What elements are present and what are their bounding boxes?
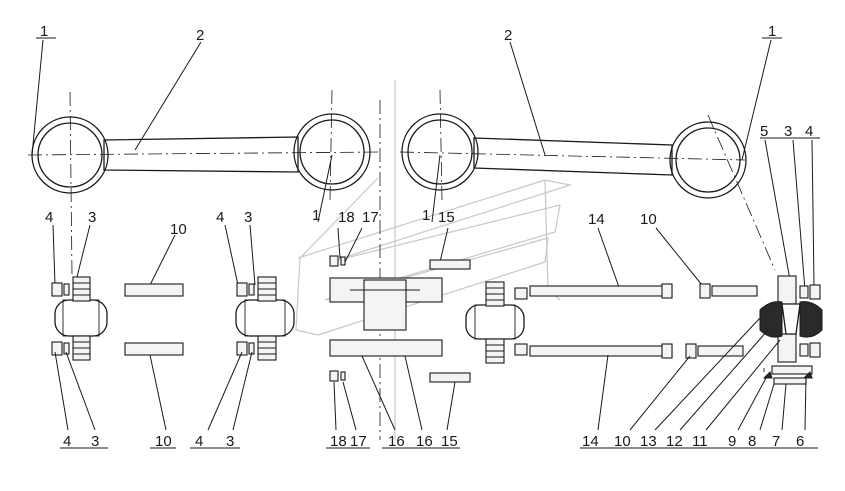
long-bolts xyxy=(529,283,758,359)
upper-leaders xyxy=(31,39,815,291)
callout-6: 6 xyxy=(796,433,804,450)
callout-1: 1 xyxy=(312,207,320,224)
callout-3: 3 xyxy=(244,209,252,226)
callout-15: 15 xyxy=(438,209,455,226)
callout-14: 14 xyxy=(582,433,599,450)
callout-17: 17 xyxy=(362,209,379,226)
callout-1: 1 xyxy=(422,207,430,224)
torque-rod-right xyxy=(399,113,747,199)
bushing-assembly-2 xyxy=(235,276,295,361)
callout-3: 3 xyxy=(91,433,99,450)
callout-10: 10 xyxy=(155,433,172,450)
callout-17: 17 xyxy=(350,433,367,450)
callout-labels: 1 2 2 1 1 18 17 1 15 14 10 5 3 4 4 3 10 … xyxy=(40,23,813,450)
callout-13: 13 xyxy=(640,433,657,450)
callout-14: 14 xyxy=(588,211,605,228)
callout-9: 9 xyxy=(728,433,736,450)
callout-3: 3 xyxy=(784,123,792,140)
callout-4: 4 xyxy=(45,209,53,226)
callout-2: 2 xyxy=(196,27,204,44)
callout-3: 3 xyxy=(88,209,96,226)
callout-8: 8 xyxy=(748,433,756,450)
centre-lines xyxy=(69,89,776,440)
callout-4: 4 xyxy=(195,433,203,450)
centre-bracket xyxy=(329,255,471,383)
callout-4: 4 xyxy=(63,433,71,450)
callout-16: 16 xyxy=(416,433,433,450)
callout-10: 10 xyxy=(614,433,631,450)
torque-rod-left xyxy=(27,113,381,194)
callout-2: 2 xyxy=(504,27,512,44)
callout-7: 7 xyxy=(772,433,780,450)
callout-10: 10 xyxy=(170,221,187,238)
callout-1: 1 xyxy=(40,23,48,40)
callout-4: 4 xyxy=(216,209,224,226)
callout-4: 4 xyxy=(805,123,813,140)
callout-12: 12 xyxy=(666,433,683,450)
callout-15: 15 xyxy=(441,433,458,450)
callout-3: 3 xyxy=(226,433,234,450)
callout-11: 11 xyxy=(692,433,708,450)
callout-18: 18 xyxy=(338,209,355,226)
callout-1: 1 xyxy=(768,23,776,40)
bushing-assembly-3 xyxy=(465,281,528,364)
callout-10: 10 xyxy=(640,211,657,228)
callout-5: 5 xyxy=(760,123,768,140)
lower-leaders xyxy=(54,317,807,431)
callout-16: 16 xyxy=(388,433,405,450)
end-joint-assembly xyxy=(759,275,823,385)
bushing-assembly-1 xyxy=(51,276,184,361)
callout-18: 18 xyxy=(330,433,347,450)
callout-underlines xyxy=(36,37,820,449)
